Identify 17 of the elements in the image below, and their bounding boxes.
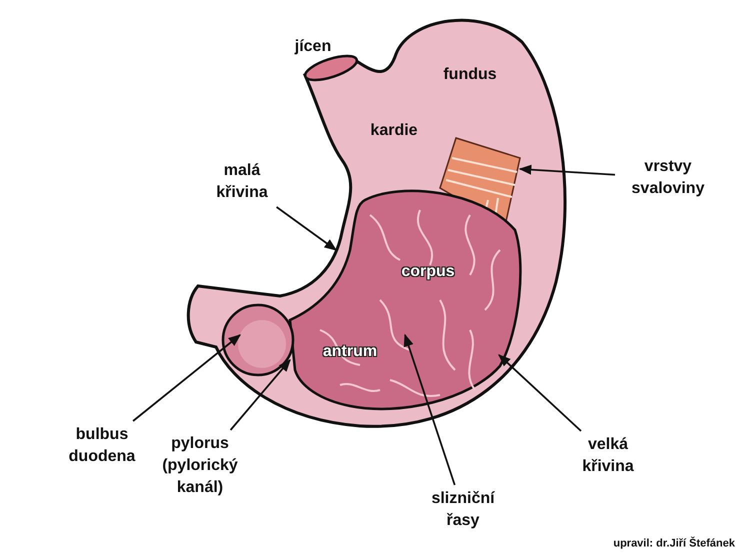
part-label: corpus — [401, 262, 455, 282]
leader-line — [404, 334, 456, 486]
leader-line — [230, 359, 291, 431]
leader-line — [518, 164, 616, 176]
leader-line — [276, 206, 338, 251]
part-label: malá křivina — [197, 160, 287, 204]
part-label: fundus — [443, 65, 497, 85]
part-label: kardie — [370, 121, 418, 141]
part-label: bulbus duodena — [57, 424, 147, 468]
part-label: vrstvy svaloviny — [618, 156, 718, 200]
part-label: slizniční řasy — [418, 488, 508, 532]
part-label: jícen — [294, 37, 332, 57]
credit-note: upravil: dr.Jiří Štefánek — [613, 538, 735, 550]
leader-line — [498, 354, 582, 432]
part-label: velká křivina — [563, 434, 653, 478]
part-label: pylorus (pylorický kanál) — [150, 433, 250, 499]
leader-line — [132, 334, 241, 422]
